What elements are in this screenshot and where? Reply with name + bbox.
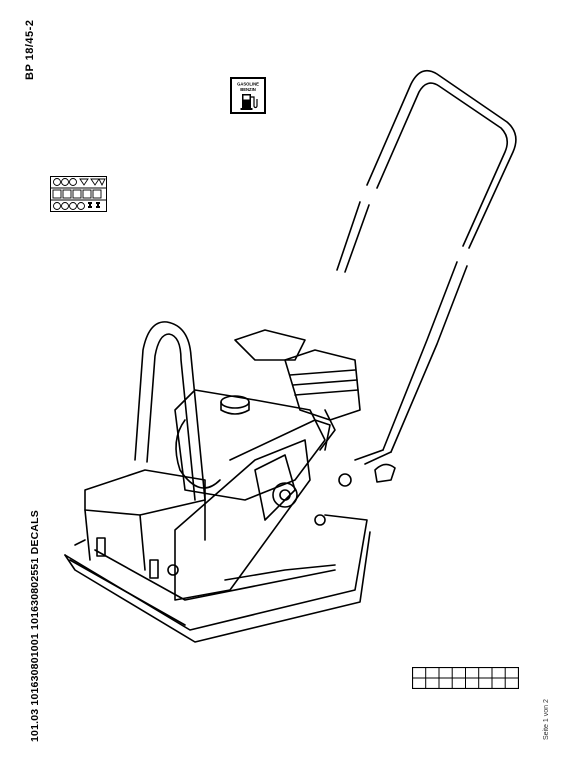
bolts: [96, 463, 396, 579]
lifting-bar: [134, 321, 206, 501]
part-numbers-label: 101.03 101630801001 101630802551 DECALS: [29, 510, 41, 742]
frame: [84, 419, 331, 601]
base-plate: [64, 514, 371, 643]
grid-decal: [412, 667, 519, 689]
model-label: BP 18/45-2: [24, 19, 36, 80]
guide-handle: [336, 69, 517, 465]
plate-compactor-drawing: [64, 69, 517, 643]
fuel-decal-line2: BENZIN: [240, 87, 256, 92]
fuel-decal: GASOLINE BENZIN: [230, 77, 266, 114]
symbols-decal: [50, 176, 107, 212]
page-number: Seite 1 von 2: [543, 699, 550, 740]
fuel-decal-line1: GASOLINE: [237, 82, 259, 87]
fuel-pump-icon: [240, 94, 258, 110]
